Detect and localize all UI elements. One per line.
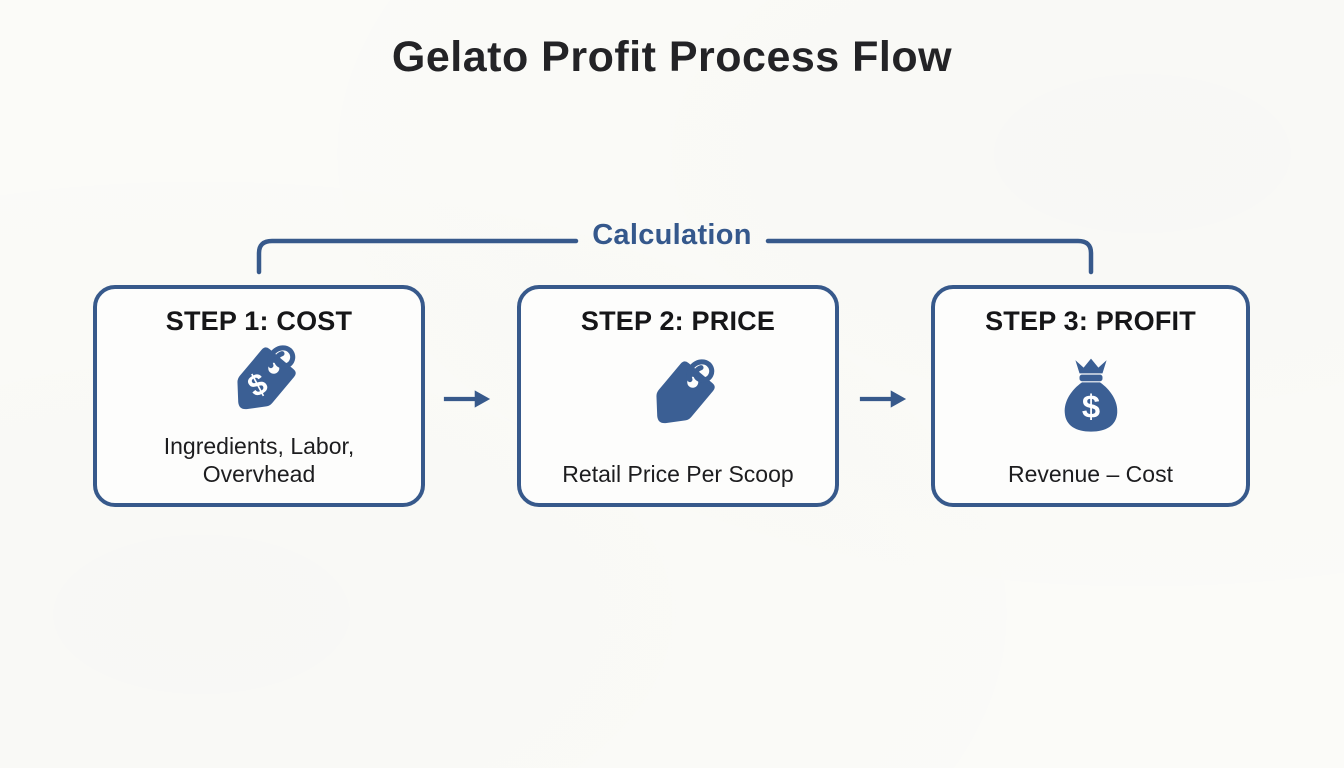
step-description: Ingredients, Labor, Overvhead (163, 432, 355, 487)
arrow-step1-to-step2-icon (443, 390, 491, 408)
step-box-price: STEP 2: PRICE Retail Price Per Scoop (517, 285, 839, 507)
step-box-cost: STEP 1: COST $ Ingredients, Labor, Overv… (93, 285, 425, 507)
calculation-bracket (256, 238, 1094, 275)
step-title: STEP 1: COST (165, 306, 353, 336)
calculation-label: Calculation (592, 219, 752, 251)
arrow-step2-to-step3-icon (859, 390, 907, 408)
step-description: Retail Price Per Scoop (562, 460, 794, 487)
step-title: STEP 3: PROFIT (985, 306, 1196, 336)
price-tag-icon (630, 337, 726, 460)
page-title: Gelato Profit Process Flow (391, 33, 953, 81)
step-description: Revenue – Cost (1008, 460, 1173, 487)
step-box-profit: STEP 3: PROFIT $ Revenue – Cost (931, 285, 1250, 507)
step-title: STEP 2: PRICE (580, 306, 776, 336)
money-bag-icon: $ (1050, 337, 1132, 460)
svg-text:$: $ (1081, 388, 1099, 425)
price-tag-dollar-icon: $ (211, 337, 307, 432)
